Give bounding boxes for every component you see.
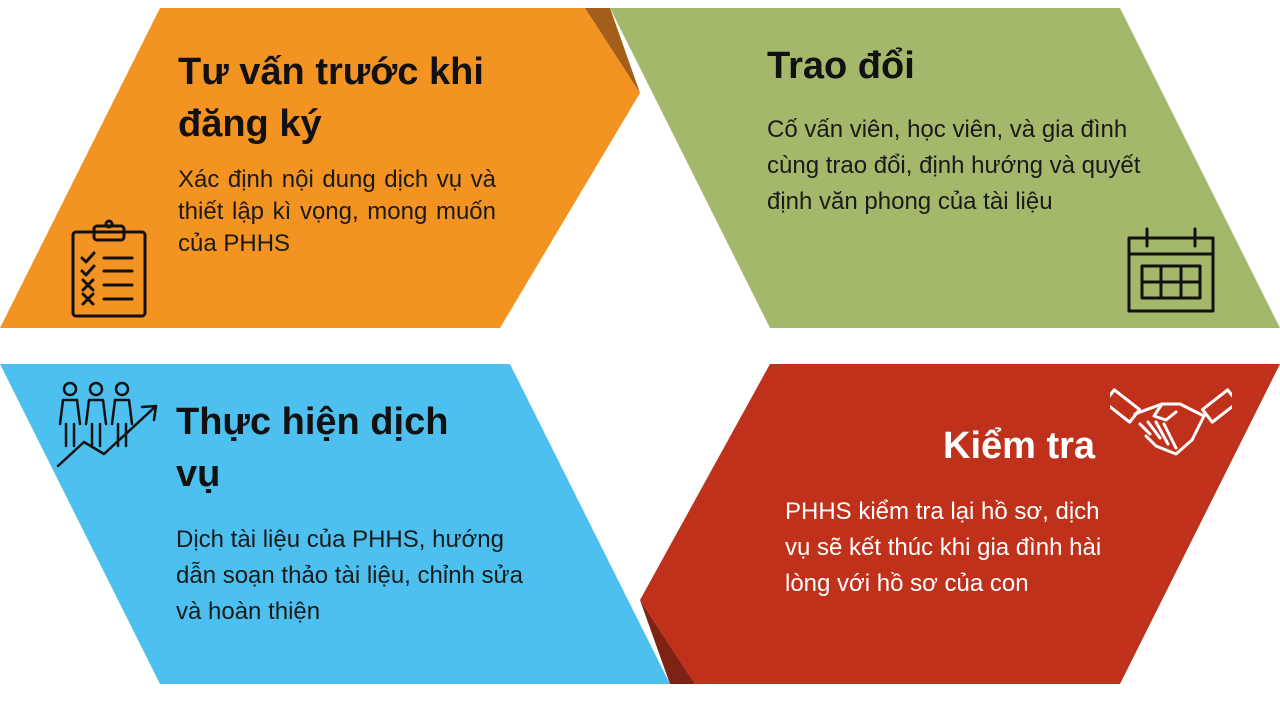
panel-top-left-title: Tư vấn trước khi đăng ký [178, 51, 484, 145]
panel-top-left-shape [0, 8, 640, 328]
panel-top-right-description: Cố vấn viên, học viên, và gia đình cùng … [767, 116, 1141, 215]
panel-bottom-right-description: PHHS kiểm tra lại hồ sơ, dịch vụ sẽ kết … [785, 498, 1102, 597]
panel-top-right-shape [610, 8, 1280, 328]
panel-bottom-right-shape [640, 364, 1280, 684]
handshake-icon [1110, 388, 1232, 456]
panel-bottom-right-title: Kiểm tra [943, 425, 1096, 467]
panel-top-right-title: Trao đổi [767, 45, 915, 87]
panel-top-left-description: Xác định nội dung dịch vụ và thiết lập k… [178, 166, 496, 257]
panel-bottom-left-description: Dịch tài liệu của PHHS, hướng dẫn soạn t… [176, 526, 523, 625]
panel-bottom-right-fold [640, 600, 695, 684]
panel-bottom-left-title: Thực hiện dịch vụ [176, 401, 449, 495]
panel-top-left-fold [585, 8, 640, 93]
checklist-clipboard-icon [71, 219, 147, 318]
people-growth-icon [56, 381, 158, 468]
calendar-icon [1127, 227, 1215, 313]
panel-bottom-left-shape [0, 364, 670, 684]
